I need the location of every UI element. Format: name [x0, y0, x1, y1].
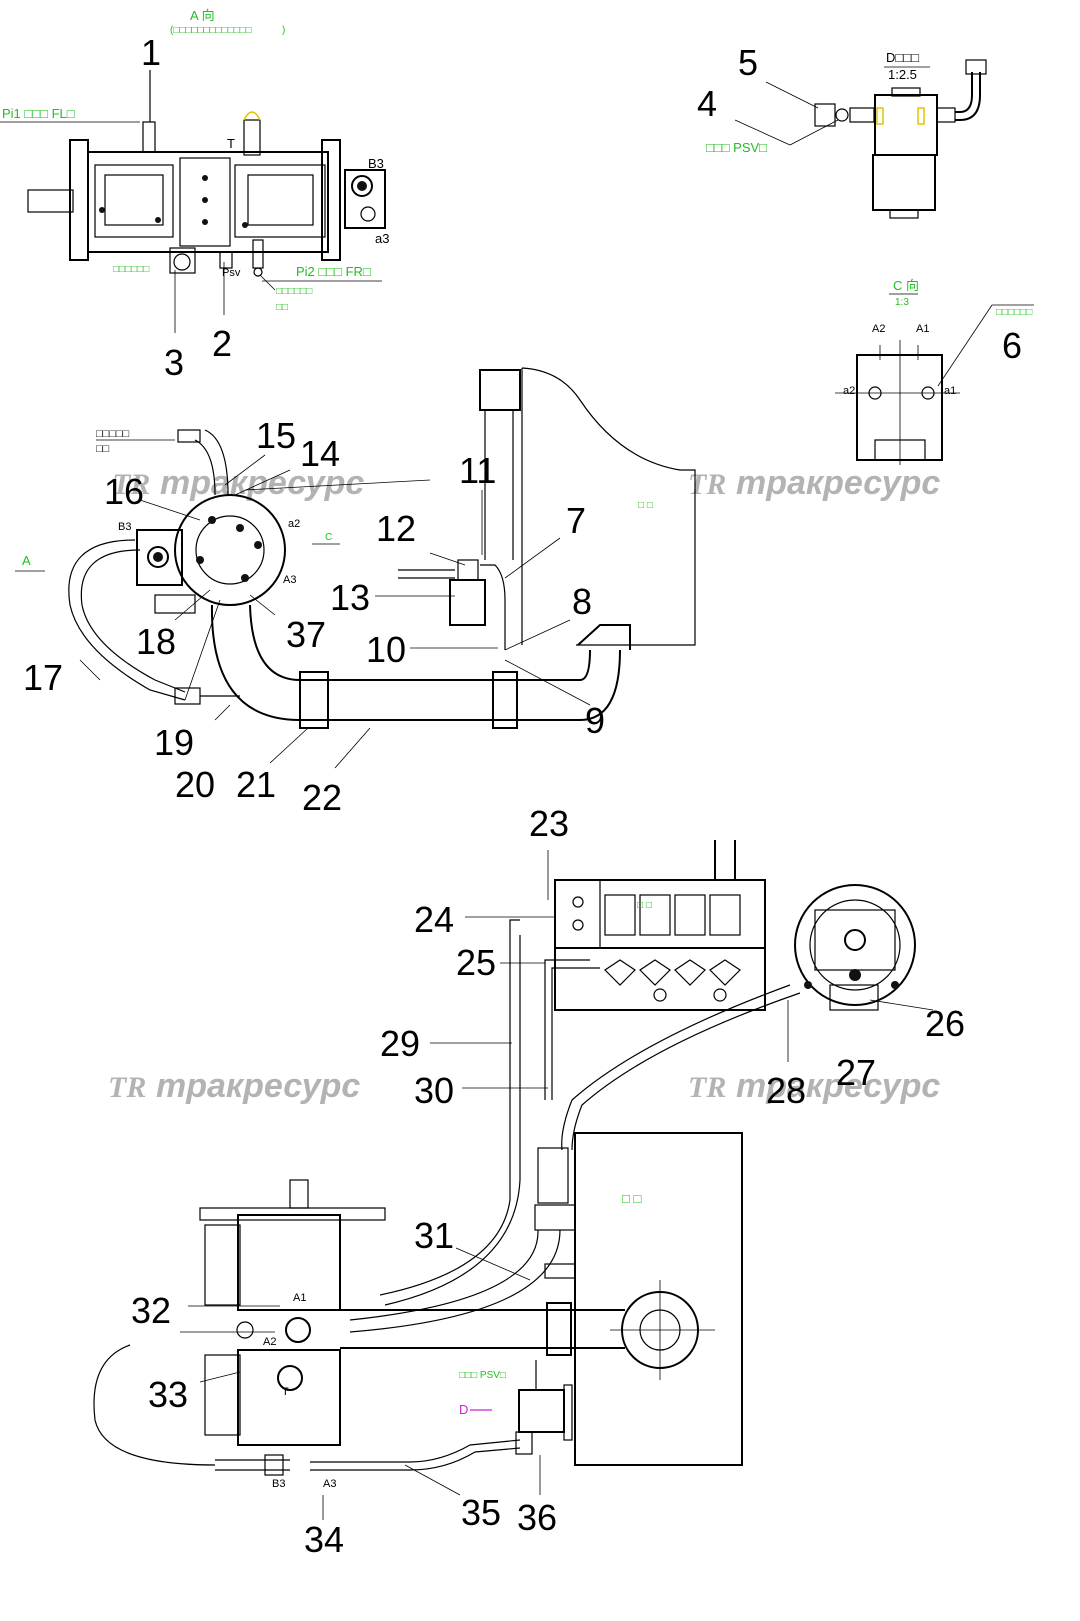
label-b3-mid: B3	[118, 521, 131, 533]
view-a-pump-drawing: A 向 (□□□□□□□□□□□□□ ) B3 a3 T	[0, 8, 389, 333]
label-b3-top: B3	[368, 156, 384, 171]
callout-17: 17	[23, 657, 63, 698]
svg-text:): )	[282, 25, 285, 36]
label-c-a1: A1	[916, 323, 929, 335]
label-a2-mid: a2	[288, 518, 300, 530]
tank-label-bottom: □ □	[622, 1191, 641, 1206]
arrow-d-label: D	[459, 1402, 468, 1417]
view-c-scale: 1:3	[895, 297, 909, 308]
note-black-1: □□□□□	[96, 428, 130, 440]
callout-5: 5	[738, 42, 758, 83]
view-d-drawing: D□□□ 1:2.5 □□□ PSV□	[706, 50, 987, 219]
callout-20: 20	[175, 764, 215, 805]
callout-31: 31	[414, 1215, 454, 1256]
callout-18: 18	[136, 621, 176, 662]
watermark-top-right: TR тракресурс	[688, 464, 940, 502]
callout-22: 22	[302, 777, 342, 818]
view-c-title: C 向	[893, 278, 919, 293]
svg-text:TR: TR	[688, 1071, 726, 1104]
svg-text:тракресурс: тракресурс	[736, 1067, 940, 1105]
note-psv-bottom: □□□ PSV□	[459, 1370, 506, 1381]
note-pi2: Pi2 □□□ FR□	[296, 264, 371, 279]
arrow-a-label: A	[22, 553, 31, 568]
view-d-scale: 1:2.5	[888, 67, 917, 82]
label-bottom-a3: A3	[323, 1478, 336, 1490]
callout-34: 34	[304, 1519, 344, 1560]
view-c-drawing: C 向 1:3 □□□□□□ A2 A1 a2 a1	[835, 278, 1034, 465]
callout-37: 37	[286, 614, 326, 655]
label-a3-mid: A3	[283, 574, 296, 586]
watermark-bottom-right: TR тракресурс	[688, 1067, 940, 1105]
callout-10: 10	[366, 629, 406, 670]
callout-4: 4	[697, 83, 717, 124]
label-a3-top: a3	[375, 231, 389, 246]
arrow-c-label: C	[325, 532, 332, 543]
callout-7: 7	[566, 500, 586, 541]
callout-8: 8	[572, 581, 592, 622]
svg-text:тракресурс: тракресурс	[736, 464, 940, 502]
callout-6: 6	[1002, 325, 1022, 366]
callout-2: 2	[212, 323, 232, 364]
view-d-title: D□□□	[886, 50, 919, 65]
callout-numbers: 1 2 3 4 5 6 7 8 9 10 11 12 13 14 15 16 1…	[23, 32, 1022, 1560]
label-c-a2-small: a2	[843, 385, 855, 397]
callout-13: 13	[330, 577, 370, 618]
callout-35: 35	[461, 1492, 501, 1533]
note-left: □□□□□□	[113, 264, 149, 275]
label-c-a2: A2	[872, 323, 885, 335]
callout-24: 24	[414, 899, 454, 940]
callout-21: 21	[236, 764, 276, 805]
view-c-note: □□□□□□	[996, 307, 1032, 318]
callout-3: 3	[164, 342, 184, 383]
label-psv: Psv	[222, 267, 241, 279]
label-bottom-t: T	[282, 1386, 289, 1398]
callout-30: 30	[414, 1070, 454, 1111]
bottom-assembly-drawing: □ □ □ □ A1 A2 T B3 A3	[93, 840, 934, 1520]
callout-11: 11	[459, 450, 496, 491]
note-pi1: Pi1 □□□ FL□	[2, 106, 75, 121]
callout-27: 27	[836, 1052, 876, 1093]
callout-23: 23	[529, 803, 569, 844]
svg-text:TR: TR	[112, 468, 150, 501]
label-c-a1-small: a1	[944, 385, 956, 397]
callout-33: 33	[148, 1374, 188, 1415]
note-psv-top: □□□ PSV□	[706, 140, 767, 155]
callout-36: 36	[517, 1497, 557, 1538]
watermark-bottom-left: TR тракресурс	[108, 1067, 360, 1105]
svg-text:тракресурс: тракресурс	[156, 1067, 360, 1105]
callout-32: 32	[131, 1290, 171, 1331]
tank-label-top: □ □	[638, 500, 653, 511]
callout-1: 1	[141, 32, 161, 73]
callout-9: 9	[585, 700, 605, 741]
valve-label: □ □	[637, 900, 652, 911]
note-psv-2: □□	[276, 302, 288, 313]
view-a-subtitle: (□□□□□□□□□□□□□	[170, 25, 252, 36]
label-bottom-a2: A2	[263, 1336, 276, 1348]
note-psv-1: □□□□□□	[276, 286, 312, 297]
svg-text:TR: TR	[688, 468, 726, 501]
callout-28: 28	[766, 1070, 806, 1111]
label-bottom-b3: B3	[272, 1478, 285, 1490]
callout-12: 12	[376, 508, 416, 549]
callout-26: 26	[925, 1003, 965, 1044]
callout-29: 29	[380, 1023, 420, 1064]
callout-14: 14	[300, 433, 340, 474]
middle-assembly-drawing: □ □ B3 a2 A3 C A □□□□□ □□	[15, 367, 696, 769]
label-t-top: T	[227, 136, 235, 151]
callout-19: 19	[154, 722, 194, 763]
callout-25: 25	[456, 942, 496, 983]
label-bottom-a1: A1	[293, 1292, 306, 1304]
callout-15: 15	[256, 415, 296, 456]
note-black-2: □□	[96, 443, 110, 455]
callout-16: 16	[104, 471, 144, 512]
view-a-title: A 向	[190, 8, 215, 23]
svg-text:TR: TR	[108, 1071, 146, 1104]
